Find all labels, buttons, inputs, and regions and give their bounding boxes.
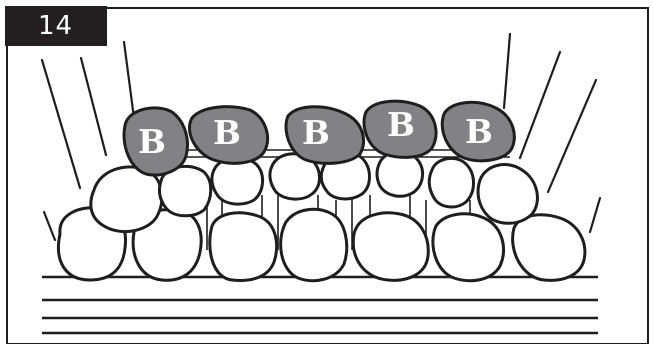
- bottom-stone-row: [57, 206, 587, 283]
- marked-stone: [440, 100, 516, 163]
- stone: [431, 212, 505, 283]
- heater-guard-lines: [40, 32, 602, 242]
- stone-label: B: [138, 122, 166, 161]
- stone: [351, 211, 430, 282]
- stone-label: B: [302, 113, 330, 152]
- stone: [157, 164, 213, 218]
- stone-label: B: [465, 112, 493, 151]
- stone: [208, 211, 279, 282]
- marked-stone: [122, 106, 189, 177]
- marked-stone-row: [122, 99, 516, 177]
- stone: [476, 163, 539, 225]
- stone: [89, 165, 164, 234]
- step-number-badge: 14: [5, 6, 107, 46]
- stone: [279, 207, 349, 283]
- heater-base-lines: [42, 275, 598, 335]
- marked-stone: [362, 99, 438, 159]
- stone-label: B: [387, 105, 415, 144]
- marked-stone: [284, 105, 365, 165]
- stone-label: B: [213, 113, 241, 152]
- stone: [511, 213, 587, 282]
- stone: [427, 156, 475, 209]
- stone-labels: B B B B B: [138, 105, 493, 161]
- marked-stone: [188, 105, 269, 165]
